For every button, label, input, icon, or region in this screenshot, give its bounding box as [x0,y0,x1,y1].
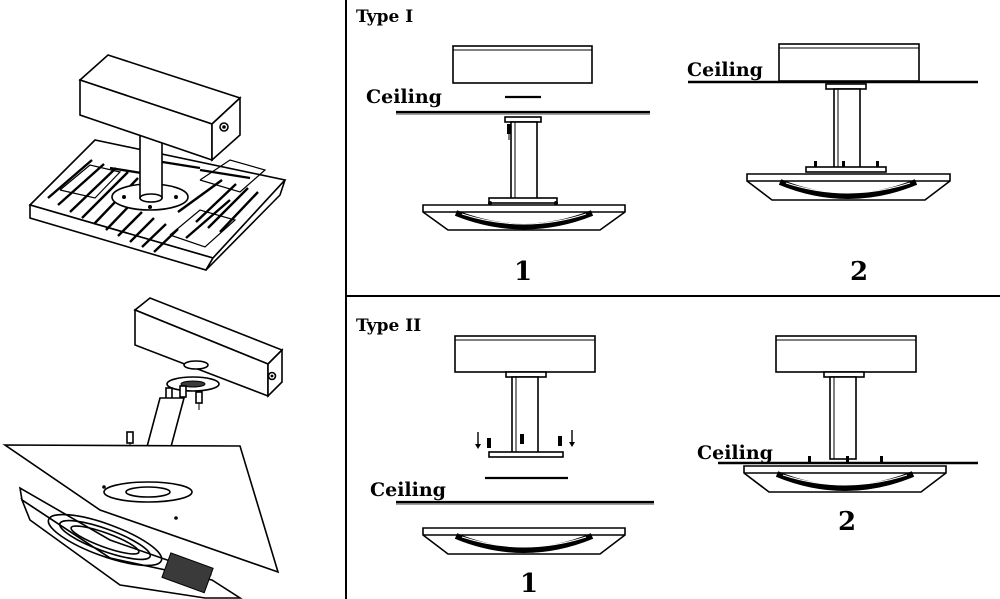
type2-step1-number: 1 [520,569,538,599]
type1-step2-number: 2 [850,257,868,287]
type2-step2-number: 2 [838,507,856,537]
type1-step1-ceiling-label: Ceiling [366,86,442,108]
exploded-fixture-illustration [2,297,284,599]
type1-step2-ceiling-label: Ceiling [687,59,763,81]
type1-step1-number: 1 [514,257,532,287]
type2-step2-illustration [718,335,978,493]
type2-title: Type II [356,316,421,336]
assembled-fixture-illustration [28,54,287,271]
type1-title: Type I [356,7,413,27]
type2-step1-illustration [396,335,654,555]
type1-step1-illustration [396,45,650,231]
type2-step1-ceiling-label: Ceiling [370,479,446,501]
type1-step2-illustration [688,43,978,201]
type2-step2-ceiling-label: Ceiling [697,442,773,464]
